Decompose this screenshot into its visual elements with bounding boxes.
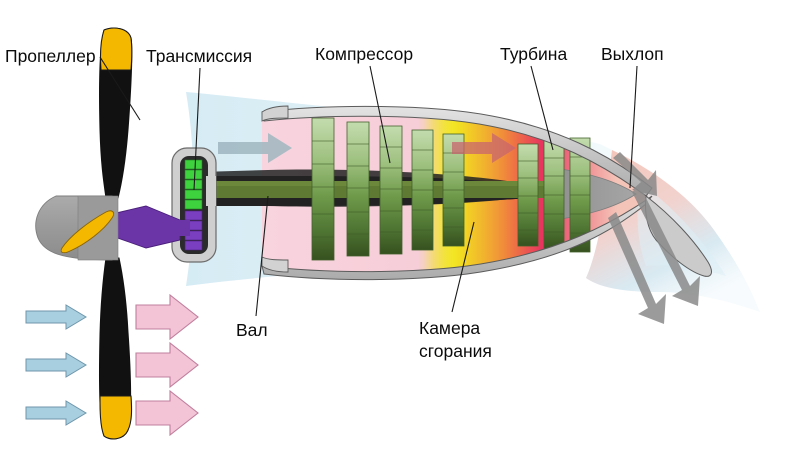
gear-green-teeth — [184, 159, 203, 210]
nacelle-casing — [261, 105, 712, 281]
exhaust-arrow-2 — [632, 186, 700, 306]
leader-propeller — [99, 56, 141, 121]
inlet-arrow-3 — [25, 400, 87, 426]
leader-transmission — [193, 67, 201, 191]
exhaust-arrow-3 — [608, 212, 666, 324]
label-combustion-line1: Камера — [419, 318, 480, 338]
compressor-stage-2 — [346, 121, 370, 257]
turbine-stage-2 — [543, 139, 565, 251]
compressor-blades — [311, 117, 465, 261]
transmission-gearbox — [171, 147, 217, 263]
spinner-hub — [35, 195, 119, 261]
label-shaft: Вал — [236, 320, 268, 340]
turbine-stage-3 — [569, 137, 591, 253]
labels: Пропеллер Трансмиссия Компрессор Турбина… — [5, 44, 664, 361]
turbine-blades — [517, 137, 591, 253]
label-compressor: Компрессор — [315, 44, 413, 64]
outlet-arrow-1 — [135, 293, 199, 341]
inlet-arrow-2 — [25, 352, 87, 378]
turbine-stage-1 — [517, 143, 539, 247]
outlet-arrows — [135, 293, 199, 437]
compressor-stage-5 — [442, 133, 465, 247]
propeller-tip-lower — [99, 395, 133, 440]
label-exhaust: Выхлоп — [601, 44, 664, 64]
label-turbine: Турбина — [500, 44, 567, 64]
compressor-stage-4 — [411, 129, 434, 251]
spinner-swirl — [60, 210, 115, 254]
compressor-stage-1 — [311, 117, 335, 261]
leader-combustion — [451, 221, 475, 313]
propeller — [98, 27, 133, 440]
inlet-arrows — [25, 304, 87, 426]
propeller-tip-upper — [99, 27, 133, 71]
leader-lines — [99, 56, 638, 317]
leader-compressor — [369, 65, 391, 164]
outlet-arrow-3 — [135, 389, 199, 437]
label-propeller: Пропеллер — [5, 46, 96, 66]
leader-turbine — [530, 65, 554, 151]
exhaust-arrow-1 — [613, 152, 657, 196]
intake-flow-arrow — [218, 133, 292, 163]
internal-flow-arrows — [218, 133, 516, 163]
combustion-flow-arrow — [452, 133, 516, 163]
leader-shaft — [255, 195, 269, 317]
outlet-arrow-2 — [135, 341, 199, 389]
compressor-stage-3 — [379, 125, 403, 255]
label-transmission: Трансмиссия — [146, 46, 252, 66]
label-combustion-line2: сгорания — [419, 341, 492, 361]
leader-exhaust — [629, 65, 638, 189]
inlet-arrow-1 — [25, 304, 87, 330]
exhaust-arrows — [608, 152, 700, 324]
